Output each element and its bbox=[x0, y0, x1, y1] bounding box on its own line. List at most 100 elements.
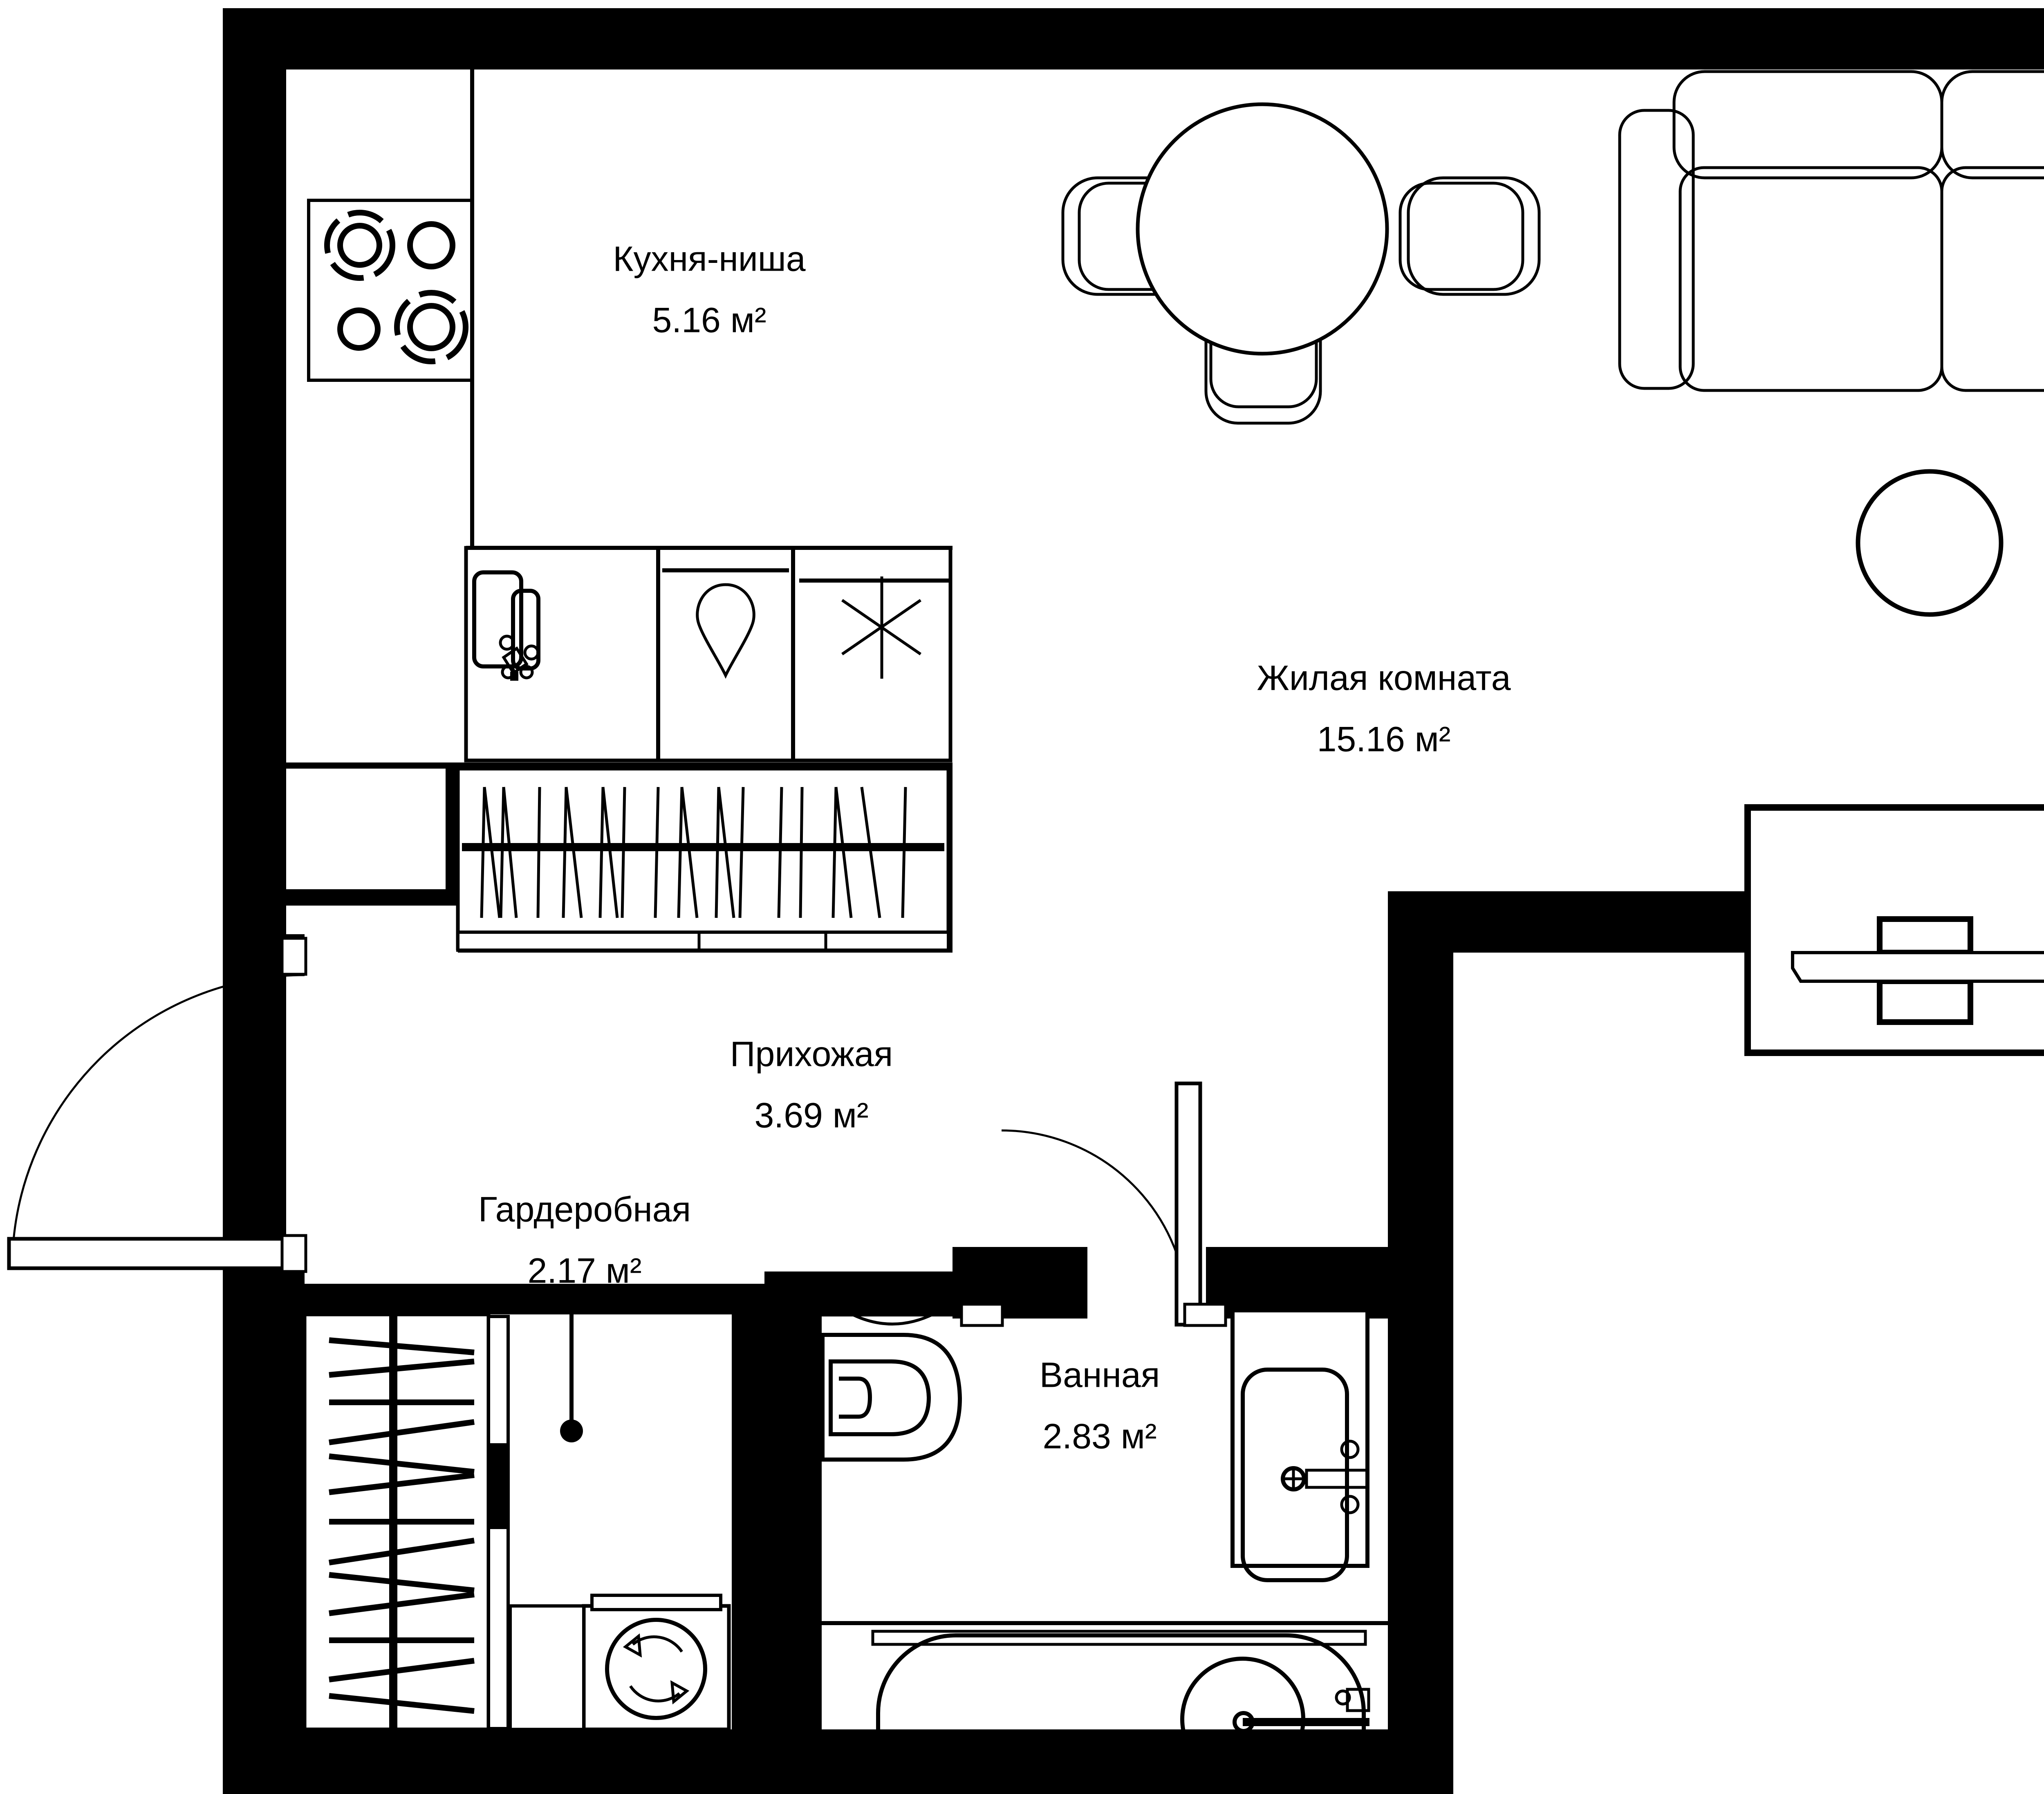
w-hanger-13 bbox=[329, 1693, 475, 1714]
washer-arrow-head-1 bbox=[623, 1633, 642, 1658]
bathtub-tap-lever bbox=[1335, 1734, 1355, 1754]
dining-chair-right-inner bbox=[1399, 182, 1524, 291]
hallway-label: Прихожая bbox=[730, 1035, 893, 1074]
bathroom-door-group[interactable] bbox=[960, 1081, 1227, 1327]
entry-door-hinge-top bbox=[280, 937, 307, 976]
hallway-closet-outline bbox=[456, 767, 950, 951]
sofa-seat-right bbox=[1940, 166, 2044, 392]
wall-left-lower bbox=[223, 1284, 305, 1794]
entry-door-leaf[interactable] bbox=[7, 1237, 307, 1270]
washing-machine-group bbox=[509, 1594, 731, 1731]
hanger-9a bbox=[715, 787, 720, 918]
sink-faucet-handle-hot bbox=[1340, 1440, 1360, 1459]
room-labels: Кухня-ниша 5.16 м² Жилая комната 15.16 м… bbox=[478, 240, 1511, 1456]
wall-hall-right bbox=[1388, 891, 1453, 1274]
toilet-seat bbox=[829, 1359, 931, 1436]
towel-rail-arc-outer bbox=[831, 1301, 955, 1325]
bathroom-area: 2.83 м² bbox=[1042, 1417, 1156, 1456]
wardrobe-area: 2.17 м² bbox=[527, 1251, 641, 1291]
hanger-2a bbox=[502, 787, 518, 918]
hanger-5a bbox=[598, 787, 605, 918]
sink-basin-small bbox=[511, 589, 540, 671]
hanger-4b bbox=[565, 787, 583, 918]
w-hanger-9 bbox=[329, 1572, 475, 1593]
wall-wardrobe-top bbox=[305, 1284, 764, 1314]
hanger-7 bbox=[654, 787, 660, 918]
bathtub-basin bbox=[876, 1633, 1366, 1794]
bathtub-drain bbox=[1233, 1711, 1255, 1733]
washer-arrow-head-2 bbox=[670, 1680, 690, 1704]
cooktop-burner-inner-4 bbox=[407, 303, 455, 351]
washer-side-cabinet bbox=[509, 1604, 585, 1731]
sink-bowl bbox=[1241, 1368, 1349, 1582]
hood-asterisk bbox=[841, 576, 921, 679]
bathtub-tap-hot bbox=[1346, 1688, 1370, 1712]
counter-outline bbox=[464, 546, 953, 762]
w-hanger-5 bbox=[329, 1453, 475, 1475]
toilet-flush-detail bbox=[839, 1377, 872, 1419]
bathroom-door-jamb-left bbox=[960, 1303, 1004, 1327]
kitchen-niche-area: 5.16 м² bbox=[652, 301, 766, 340]
faucet-handle-2 bbox=[519, 665, 534, 679]
asterisk-line-b bbox=[841, 599, 921, 655]
wardrobe-group bbox=[303, 1312, 510, 1731]
bathroom-door-leaf[interactable] bbox=[1174, 1081, 1202, 1327]
tv-stand-group bbox=[1744, 804, 2044, 1056]
dishwasher-droplet bbox=[696, 583, 755, 679]
w-hanger-8 bbox=[328, 1538, 475, 1565]
sofa-armrest-left bbox=[1618, 109, 1695, 390]
sink-faucet-spout bbox=[1305, 1469, 1369, 1489]
coffee-table bbox=[1856, 469, 2004, 617]
hanger-4a bbox=[562, 787, 568, 918]
pendant-light-bulb bbox=[560, 1420, 583, 1442]
hallway-closet-group bbox=[456, 767, 950, 952]
hanger-1a bbox=[480, 787, 486, 918]
hanger-1b bbox=[483, 787, 501, 918]
sink-basin-large bbox=[472, 570, 523, 668]
cooktop-burner-outer-4 bbox=[394, 290, 468, 364]
tv-screen bbox=[1791, 951, 2044, 983]
entry-door-swing-arc bbox=[11, 974, 305, 1267]
bathtub-tap-knob bbox=[1335, 1689, 1351, 1706]
hanger-2b bbox=[499, 787, 505, 918]
hanger-10 bbox=[738, 787, 745, 918]
bathroom-door-jamb-right bbox=[1183, 1303, 1227, 1327]
sink-drain-2 bbox=[523, 644, 540, 661]
hanger-9b bbox=[717, 787, 735, 918]
living-room-label: Жилая комната bbox=[1257, 659, 1511, 698]
w-hanger-1 bbox=[329, 1337, 475, 1355]
kitchen-counter-group bbox=[464, 546, 953, 762]
sink-drain-1 bbox=[499, 635, 515, 651]
pendant-light-group bbox=[560, 1304, 583, 1442]
toilet-bowl bbox=[820, 1333, 962, 1462]
entry-door-group[interactable] bbox=[7, 937, 307, 1273]
hanger-12 bbox=[799, 787, 804, 918]
wardrobe-door-handle bbox=[489, 1443, 508, 1529]
tv-base-upper bbox=[1877, 916, 1973, 955]
tv-base-lower bbox=[1877, 978, 1973, 1025]
dining-table-top bbox=[1136, 102, 1389, 356]
bathtub-tap-cold bbox=[1346, 1732, 1370, 1756]
closet-door-band bbox=[456, 931, 950, 952]
sink-faucet-handle-cold bbox=[1340, 1495, 1360, 1514]
wall-bath-left bbox=[764, 1284, 822, 1729]
hanger-3 bbox=[536, 787, 541, 918]
washer-drum bbox=[605, 1618, 707, 1720]
entry-door-hinge-bottom bbox=[280, 1234, 307, 1273]
hanger-8a bbox=[677, 787, 684, 918]
cooktop-burner-outer-1 bbox=[324, 210, 395, 281]
w-hanger-6 bbox=[329, 1472, 475, 1495]
closet-hangers bbox=[480, 787, 907, 918]
hanger-13a bbox=[831, 787, 838, 918]
hanger-5b bbox=[601, 787, 619, 918]
w-hanger-4 bbox=[329, 1419, 475, 1445]
w-hanger-2 bbox=[329, 1359, 475, 1378]
hanger-14 bbox=[860, 787, 881, 918]
cooktop-burner-3 bbox=[337, 307, 381, 351]
dining-set-group bbox=[1061, 102, 1541, 425]
faucet-spout bbox=[510, 672, 518, 681]
wall-bottom bbox=[223, 1729, 1453, 1794]
bathroom-label: Ванная bbox=[1040, 1356, 1160, 1395]
